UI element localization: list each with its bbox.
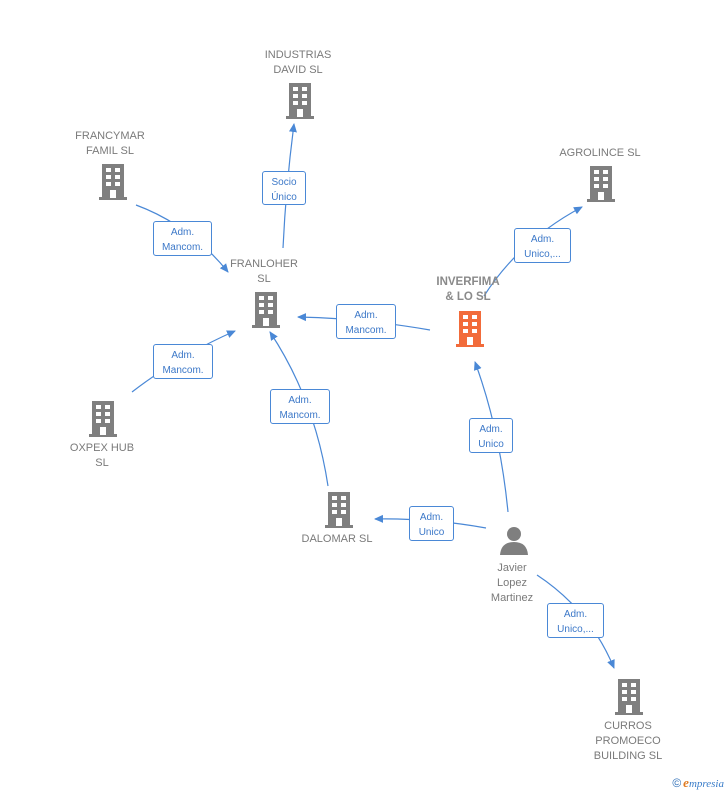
node-francymar[interactable]: FRANCYMAR FAMIL SL <box>60 129 160 159</box>
edge-label-javier-curros-adm-unico[interactable]: Adm. Unico,... <box>547 603 604 638</box>
edge-label-javier-inverfima-adm-unico[interactable]: Adm. Unico <box>469 418 513 453</box>
node-javier-lopez-martinez[interactable]: Javier Lopez Martinez <box>472 561 552 606</box>
edge-label-inverfima-adm-mancom[interactable]: Adm. Mancom. <box>336 304 396 339</box>
building-icon[interactable] <box>613 679 645 715</box>
node-label: AGROLINCE SL <box>559 147 641 159</box>
edge-label-agrolince-adm-unico[interactable]: Adm. Unico,... <box>514 228 571 263</box>
node-agrolince[interactable]: AGROLINCE SL <box>545 146 655 161</box>
node-label: OXPEX HUB SL <box>69 442 135 469</box>
edge-label-javier-dalomar-adm-unico[interactable]: Adm. Unico <box>409 506 454 541</box>
building-icon[interactable] <box>87 401 119 437</box>
node-franloher[interactable]: FRANLOHER SL <box>214 257 314 287</box>
building-icon-focus[interactable] <box>454 311 486 347</box>
node-label: CURROS PROMOECO BUILDING SL <box>593 720 663 762</box>
copyright-icon: © <box>672 776 682 790</box>
node-curros-promoeco[interactable]: CURROS PROMOECO BUILDING SL <box>572 719 684 764</box>
node-inverfima[interactable]: INVERFIMA & LO SL <box>418 275 518 305</box>
edge-label-oxpex-adm-mancom[interactable]: Adm. Mancom. <box>153 344 213 379</box>
node-oxpex[interactable]: OXPEX HUB SL <box>52 441 152 471</box>
building-icon[interactable] <box>323 492 355 528</box>
building-icon[interactable] <box>284 83 316 119</box>
building-icon[interactable] <box>97 164 129 200</box>
node-label: DALOMAR SL <box>301 533 373 545</box>
person-icon[interactable] <box>498 525 530 555</box>
node-label: INDUSTRIAS DAVID SL <box>264 49 332 76</box>
node-label: Javier Lopez Martinez <box>490 562 534 604</box>
edge-label-socio-unico[interactable]: Socio Único <box>262 171 306 205</box>
node-label: FRANCYMAR FAMIL SL <box>75 130 145 157</box>
edge-label-francymar-adm-mancom[interactable]: Adm. Mancom. <box>153 221 212 256</box>
node-label: FRANLOHER SL <box>230 258 298 285</box>
node-dalomar[interactable]: DALOMAR SL <box>282 532 392 547</box>
edge-label-dalomar-adm-mancom[interactable]: Adm. Mancom. <box>270 389 330 424</box>
node-label: INVERFIMA & LO SL <box>436 276 500 303</box>
building-icon[interactable] <box>250 292 282 328</box>
node-industrias-david[interactable]: INDUSTRIAS DAVID SL <box>248 48 348 78</box>
building-icon[interactable] <box>585 166 617 202</box>
brand-logo-e: e <box>683 775 689 790</box>
empresia-brand: ©empresia <box>672 775 724 791</box>
brand-name: mpresia <box>688 778 724 790</box>
